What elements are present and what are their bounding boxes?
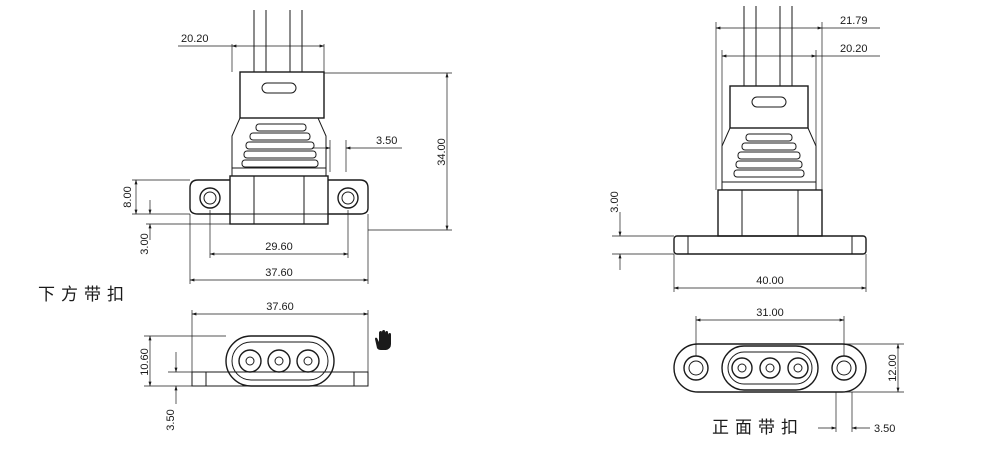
dim-hole-spacing: 29.60 — [209, 210, 349, 258]
side-view-bottom-tab: 20.20 34.00 3.50 8.00 3.0 — [122, 10, 452, 284]
dim-label: 3.00 — [139, 233, 151, 254]
dim-height: 12.00 — [844, 343, 904, 393]
dim-top-inner: 20.20 — [721, 43, 880, 146]
dim-thickness: 3.50 — [165, 352, 192, 431]
dim-offset: 3.50 — [312, 135, 402, 172]
dim-offset: 3.50 — [818, 392, 895, 435]
connector-body — [229, 71, 329, 225]
dim-label: 29.60 — [265, 241, 293, 253]
dim-label: 37.60 — [265, 267, 293, 279]
dim-label: 3.50 — [376, 135, 397, 147]
dim-base: 3.00 — [609, 191, 674, 270]
dim-label: 37.60 — [266, 301, 294, 313]
dim-height: 34.00 — [324, 72, 452, 231]
dim-label: 34.00 — [436, 138, 448, 166]
dim-label: 8.00 — [122, 186, 134, 207]
outlet-outline — [191, 335, 369, 387]
top-view-front-tab: 31.00 12.00 3.50 正面带扣 — [673, 307, 904, 438]
dim-base: 3.00 — [139, 200, 230, 255]
dim-top-outer: 21.79 — [715, 15, 880, 190]
dim-label: 3.00 — [609, 191, 621, 212]
dim-label: 10.60 — [139, 348, 151, 376]
top-view-bottom-tab: 下方带扣 37.60 10.60 — [38, 285, 391, 431]
side-view-front-tab: 21.79 20.20 3.00 40.00 — [609, 6, 880, 292]
mounting-flange — [673, 235, 867, 255]
dim-label: 3.50 — [165, 409, 177, 430]
dim-label: 3.50 — [874, 423, 895, 435]
dim-width: 37.60 — [191, 301, 369, 372]
caption-bottom-tab: 下方带扣 — [38, 285, 130, 305]
dim-label: 20.20 — [181, 33, 209, 45]
dim-tab-height: 8.00 — [122, 179, 190, 215]
dim-label: 20.20 — [840, 43, 868, 55]
mounting-flange — [189, 179, 369, 215]
dim-hole-spacing: 31.00 — [695, 307, 845, 356]
connector-body — [717, 85, 823, 237]
dim-label: 21.79 — [840, 15, 868, 27]
dim-overall-width: 37.60 — [189, 214, 369, 284]
dim-top-width: 20.20 — [178, 33, 325, 72]
dim-overall-width: 40.00 — [673, 254, 867, 292]
cable-lines — [743, 6, 793, 86]
hand-cursor-icon — [375, 330, 391, 350]
dim-label: 31.00 — [756, 307, 784, 319]
dim-height: 10.60 — [139, 335, 226, 387]
outlet-outline — [673, 343, 867, 393]
dim-label: 40.00 — [756, 275, 784, 287]
caption-front-tab: 正面带扣 — [712, 418, 804, 438]
dim-label: 12.00 — [887, 354, 899, 382]
cable-lines — [253, 10, 303, 72]
